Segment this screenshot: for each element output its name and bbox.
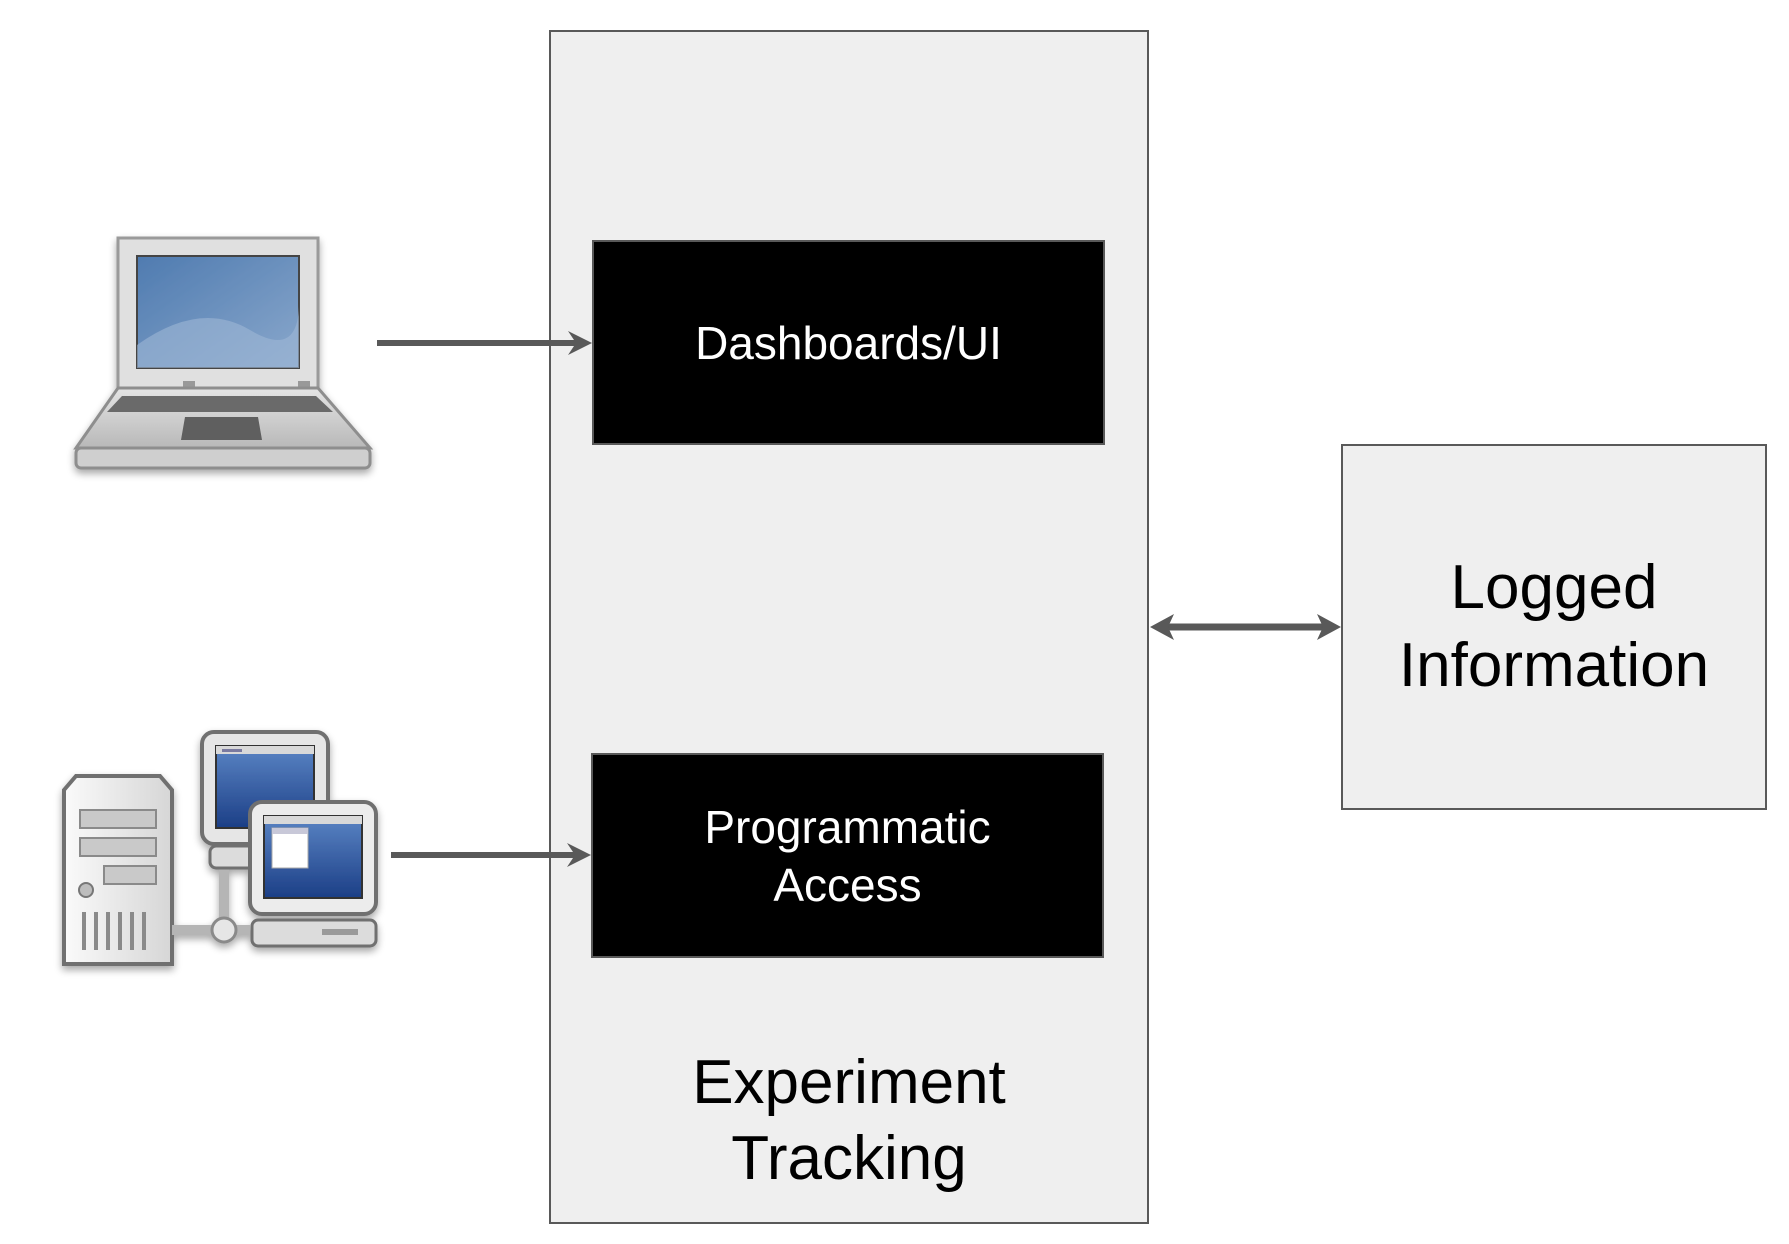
programmatic-access-label: Programmatic Access (704, 800, 991, 911)
experiment-tracking-text: Experiment Tracking (692, 1048, 1006, 1193)
arrow-laptop-to-dashboards (377, 331, 592, 355)
logged-information-box: Logged Information (1341, 444, 1767, 810)
arrow-tracking-logged-bidirectional (1150, 614, 1341, 640)
dashboards-ui-label: Dashboards/UI (695, 316, 1002, 369)
laptop-icon (73, 236, 374, 470)
programmatic-access-box: Programmatic Access (591, 753, 1104, 958)
networked-computers-icon (62, 730, 378, 966)
arrow-computers-to-programmatic (391, 843, 591, 867)
logged-information-label: Logged Information (1398, 553, 1710, 700)
experiment-tracking-panel (549, 30, 1149, 1224)
experiment-tracking-label: Experiment Tracking (549, 1045, 1149, 1197)
dashboards-ui-box: Dashboards/UI (592, 240, 1105, 445)
